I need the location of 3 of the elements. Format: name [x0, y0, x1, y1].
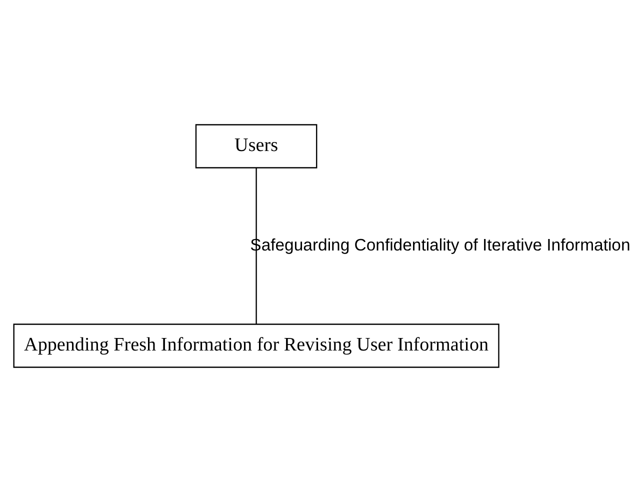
connector [256, 167, 257, 324]
node-box: Appending Fresh Information for Revising User Information [13, 323, 500, 368]
node-box: Users [195, 124, 318, 168]
